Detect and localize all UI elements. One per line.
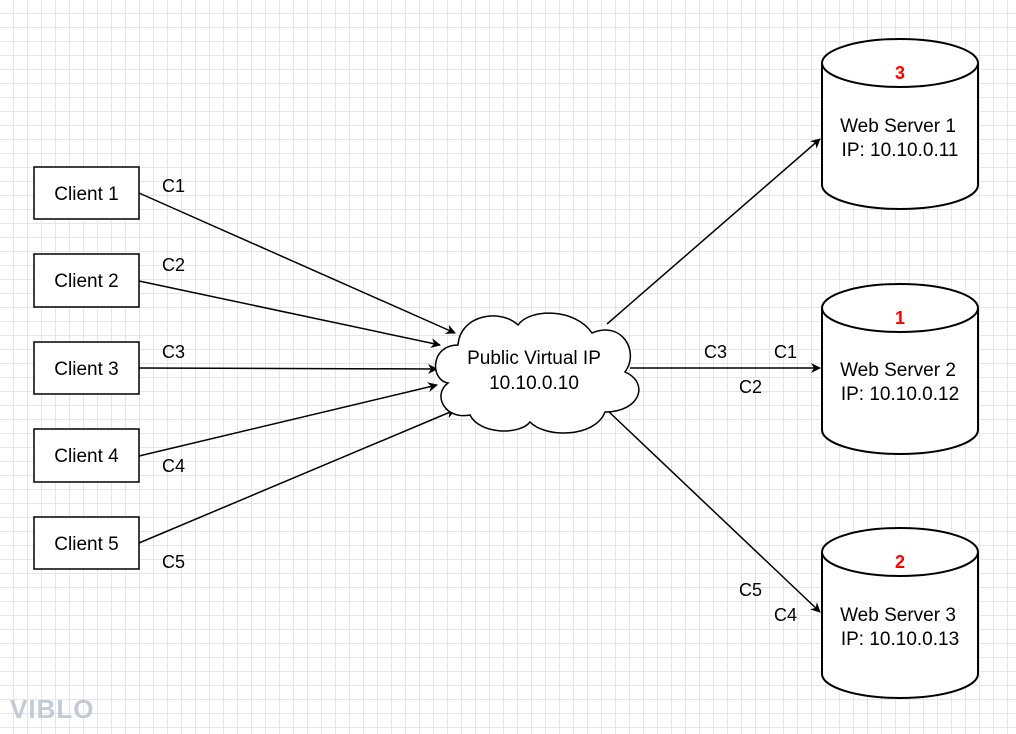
arrow-client4-to-vip [138,382,438,457]
client-5-box: Client 5 [33,516,140,570]
virtual-ip-cloud: Public Virtual IP 10.10.0.10 [434,312,640,434]
arrow-client5-to-vip [138,408,456,544]
conn-label-c5: C5 [162,552,185,572]
client-1-label: Client 1 [54,184,118,205]
viblo-watermark-logo: VIBLO [10,694,95,724]
arrow-client3-to-vip [138,363,438,374]
web-server-1-name: Web Server 1 [840,116,956,137]
web-server-3-cylinder: 2 Web Server 3 IP: 10.10.0.13 [821,527,979,699]
client-2-box: Client 2 [33,253,140,308]
web-server-1-ip: IP: 10.10.0.11 [842,140,959,161]
client-2-label: Client 2 [54,271,118,292]
web-server-2-name: Web Server 2 [840,360,956,381]
web-server-1-count: 3 [895,63,905,83]
conn-label-c2: C2 [162,255,185,275]
client-4-label: Client 4 [54,446,119,467]
server2-conn-label-c1: C1 [774,342,797,362]
conn-label-c4: C4 [162,456,185,476]
client-3-box: Client 3 [33,341,140,395]
arrow-client2-to-vip [138,280,441,349]
web-server-1-cylinder: 3 Web Server 1 IP: 10.10.0.11 [821,38,979,210]
web-server-2-ip: IP: 10.10.0.12 [841,384,959,405]
client-3-label: Client 3 [54,359,118,380]
client-1-box: Client 1 [33,166,140,220]
arrow-vip-to-server1 [606,138,821,325]
virtual-ip-title: Public Virtual IP [467,348,601,369]
web-server-3-count: 2 [895,552,905,572]
arrow-client1-to-vip [138,192,456,334]
server3-conn-label-c5: C5 [739,580,762,600]
conn-label-c1: C1 [162,176,185,196]
web-server-3-name: Web Server 3 [840,605,956,626]
web-server-3-ip: IP: 10.10.0.13 [841,629,959,650]
client-5-label: Client 5 [54,534,118,555]
virtual-ip-address: 10.10.0.10 [489,373,579,394]
conn-label-c3: C3 [162,342,185,362]
server2-conn-label-c3: C3 [704,342,727,362]
web-server-2-count: 1 [895,308,905,328]
server3-conn-label-c4: C4 [774,605,797,625]
server2-conn-label-c2: C2 [739,377,762,397]
arrow-vip-to-server3 [606,409,821,613]
client-4-box: Client 4 [33,428,140,483]
web-server-2-cylinder: 1 Web Server 2 IP: 10.10.0.12 [821,283,979,455]
